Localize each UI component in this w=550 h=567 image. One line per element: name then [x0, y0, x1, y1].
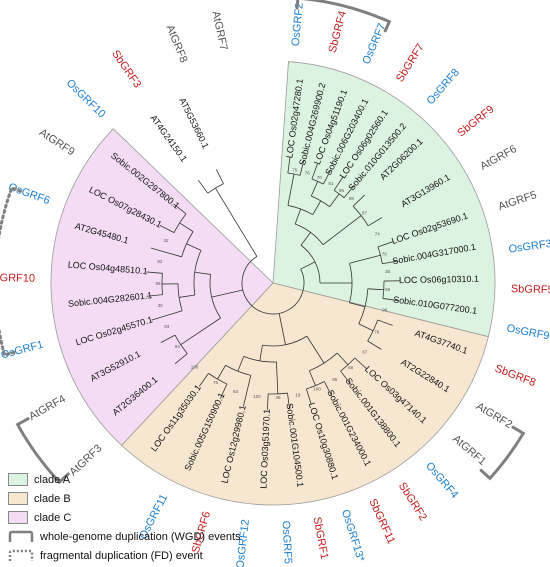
- gene-name-label: OsGRF2: [290, 2, 306, 46]
- bootstrap-value: 19: [295, 392, 301, 397]
- gene-name-label: OsGRF13*: [339, 508, 367, 564]
- bootstrap-value: 67: [362, 349, 368, 354]
- fd-bracket-icon: [8, 549, 34, 561]
- bootstrap-value: 35: [158, 303, 164, 308]
- legend-clade-a: clade A: [8, 470, 308, 489]
- gene-name-label: OsGRF6: [7, 181, 52, 207]
- bootstrap-value: 98: [349, 196, 355, 201]
- gene-name-label: SbGRF3: [109, 48, 143, 90]
- gene-name-label: SbGRF11: [366, 497, 397, 546]
- legend-fd: fragmental duplication (FD) event: [8, 546, 308, 565]
- gene-name-label: AtGRF9: [37, 127, 77, 159]
- gene-name-label: SbGRF7: [394, 42, 427, 85]
- gene-name-label: SbGRF9: [455, 103, 496, 139]
- bootstrap-value: 95: [332, 377, 338, 382]
- clade-c-swatch: [8, 511, 28, 524]
- bootstrap-value: 76: [382, 251, 388, 256]
- bootstrap-value: 97: [362, 210, 368, 215]
- duplication-brackets: [0, 0, 526, 485]
- gene-name-label: OsGRF4: [423, 460, 460, 501]
- legend-clade-b-label: clade B: [34, 492, 71, 505]
- bootstrap-value: 75: [292, 167, 298, 172]
- bootstrap-value: 100: [191, 364, 199, 369]
- bootstrap-value: 66: [348, 365, 354, 370]
- bootstrap-value: 48: [276, 395, 282, 400]
- gene-name-label: AtGRF1: [450, 433, 488, 468]
- gene-name-label: OsGRF5: [280, 520, 294, 564]
- gene-name-label: AtGRF4: [27, 393, 68, 423]
- leaf-label: AT5G53660.1: [177, 96, 211, 150]
- bootstrap-value: 76: [374, 330, 380, 335]
- leaf-label: AT4G24150.1: [148, 113, 189, 164]
- gene-name-label: OsGRF9: [506, 322, 550, 342]
- wgd-bracket-icon: [8, 530, 34, 542]
- gene-name-label: OsGRF1: [0, 339, 45, 362]
- wgd-bracket-atgrf3-atgrf4: [15, 417, 70, 485]
- bootstrap-value: 51: [328, 181, 334, 186]
- gene-name-label: OsGRF10: [64, 77, 108, 120]
- legend-clade-c-label: clade C: [34, 511, 72, 524]
- gene-name-label: SbGRF2: [396, 480, 429, 523]
- bootstrap-value: 84: [175, 344, 181, 349]
- clade-b-swatch: [8, 492, 28, 505]
- bootstrap-value: 74: [375, 232, 381, 237]
- bootstrap-value: 76: [305, 170, 311, 175]
- bootstrap-value: 93: [233, 389, 239, 394]
- clade-a-swatch: [8, 473, 28, 486]
- bootstrap-value: 99: [155, 281, 161, 286]
- gene-name-label: SbGRF4: [327, 10, 349, 54]
- fd-bracket-osgrf1-osgrf6: [0, 185, 23, 357]
- gene-name-label: AtGRF8: [163, 23, 189, 64]
- gene-name-label: SbGRF10: [0, 272, 35, 285]
- gene-name-label: AtGRF6: [478, 143, 519, 173]
- bootstrap-value: 99: [382, 308, 388, 313]
- gene-name-label: AtGRF7: [209, 10, 229, 51]
- clade-b-sector: [121, 282, 489, 506]
- legend-wgd: whole-genome duplication (WGD) events: [8, 527, 308, 546]
- gene-name-label: OsGRF3: [508, 238, 550, 256]
- gene-name-label: OsGRF12: [234, 519, 252, 567]
- bootstrap-value: 32: [163, 238, 169, 243]
- legend-clade-a-label: clade A: [34, 473, 71, 486]
- tree-branches: [146, 157, 400, 410]
- gene-name-label: AtGRF2: [474, 400, 514, 431]
- bootstrap-value: 100: [253, 394, 261, 399]
- bootstrap-value: 75: [213, 380, 219, 385]
- gene-name-label: OsGRF8: [425, 67, 463, 108]
- wgd-bracket-atgrf2-atgrf1: [479, 425, 526, 481]
- clade-a-sector: [272, 61, 496, 338]
- bootstrap-value: 82: [157, 259, 163, 264]
- gene-name-label: SbGRF1: [311, 516, 331, 560]
- bootstrap-value: 93: [164, 324, 170, 329]
- gene-name-label: AtGRF5: [497, 189, 538, 213]
- bootstrap-value: 35: [385, 269, 391, 274]
- bootstrap-value: 96: [339, 188, 345, 193]
- bootstrap-value: 66: [385, 287, 391, 292]
- legend-clade-b: clade B: [8, 489, 308, 508]
- wgd-bracket-osgrf2-osgrf7: [295, 0, 392, 33]
- leaf-label: LOC Os06g10310.1: [399, 274, 479, 285]
- bootstrap-value: 100: [313, 386, 321, 391]
- gene-name-label: OsGRF7: [360, 22, 388, 67]
- bootstrap-values: 75 76 70 51 96 98 97 74 76 35 66 99 76 67 66 95 100 19 48 1…: [155, 167, 390, 400]
- legend-wgd-label: whole-genome duplication (WGD) events: [40, 530, 241, 543]
- bootstrap-value: 70: [317, 175, 323, 180]
- gene-name-label: SbGRF8: [493, 363, 537, 390]
- leaf-label: LOC Os03g51970.1: [258, 409, 271, 489]
- legend-clade-c: clade C: [8, 508, 308, 527]
- legend-fd-label: fragmental duplication (FD) event: [40, 549, 203, 562]
- legend: clade A clade B clade C whole-genome dup…: [8, 470, 308, 565]
- gene-name-label: SbGRF5: [511, 283, 550, 296]
